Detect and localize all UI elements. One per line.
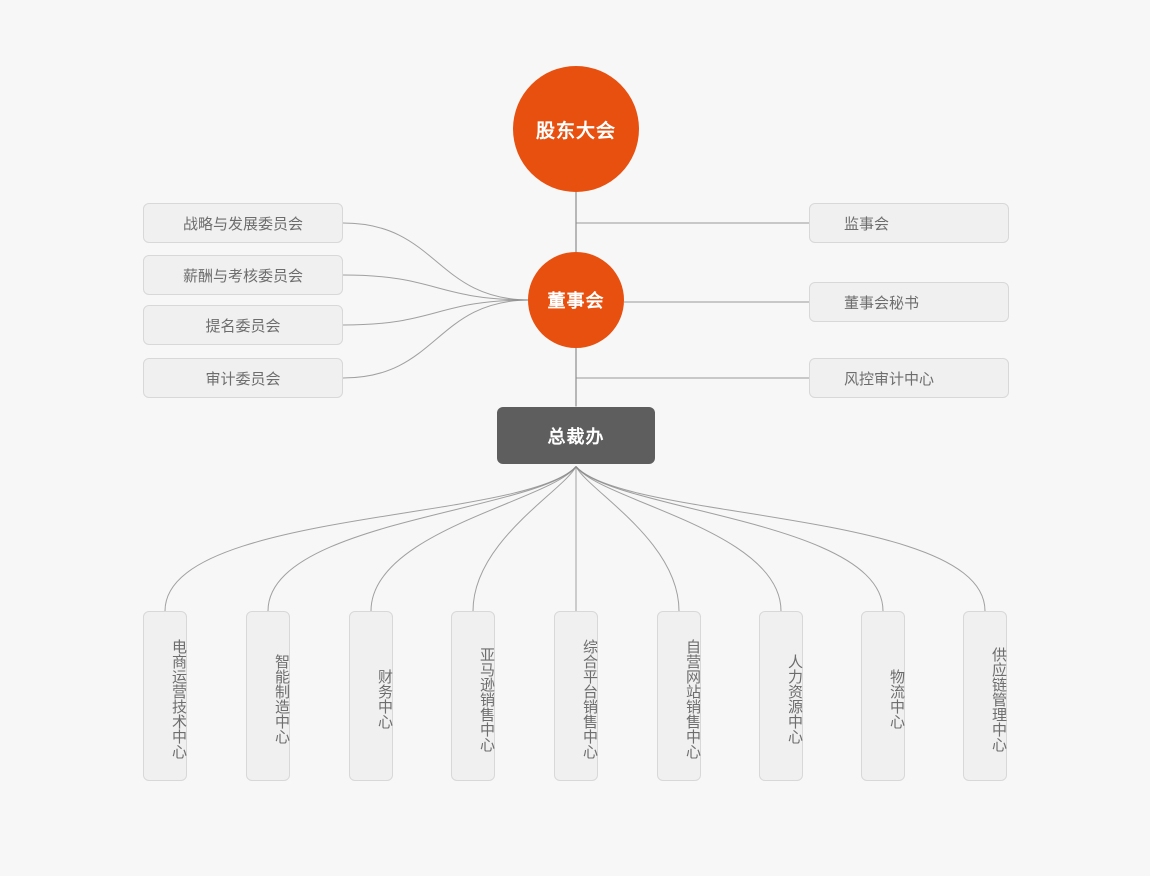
department-box-0[interactable]: 电商运营技术中心 [143, 611, 187, 781]
department-label: 智能制造中心 [273, 654, 290, 744]
edge [575, 466, 884, 612]
department-box-7[interactable]: 物流中心 [861, 611, 905, 781]
organ-label: 风控审计中心 [844, 370, 935, 388]
department-box-3[interactable]: 亚马逊销售中心 [451, 611, 495, 781]
node-label: 总裁办 [547, 426, 605, 447]
committee-label: 战略与发展委员会 [182, 215, 303, 233]
node-label: 董事会 [547, 291, 605, 311]
committee-label: 审计委员会 [205, 370, 281, 388]
node-shareholders-meeting[interactable]: 股东大会 [513, 66, 639, 192]
edge [342, 299, 531, 379]
department-box-4[interactable]: 综合平台销售中心 [554, 611, 598, 781]
committee-box-2[interactable]: 提名委员会 [143, 305, 343, 345]
edge [575, 466, 782, 612]
committee-label: 提名委员会 [205, 317, 281, 335]
node-president-office[interactable]: 总裁办 [497, 407, 655, 464]
department-label: 亚马逊销售中心 [478, 646, 495, 752]
edge [342, 274, 531, 301]
department-box-5[interactable]: 自营网站销售中心 [657, 611, 701, 781]
department-label: 自营网站销售中心 [684, 639, 701, 759]
committee-box-3[interactable]: 审计委员会 [143, 358, 343, 398]
department-box-8[interactable]: 供应链管理中心 [963, 611, 1007, 781]
committee-box-0[interactable]: 战略与发展委员会 [143, 203, 343, 243]
department-label: 人力资源中心 [786, 654, 803, 744]
department-label: 供应链管理中心 [990, 646, 1007, 752]
department-label: 物流中心 [888, 669, 905, 729]
node-board-of-directors[interactable]: 董事会 [528, 252, 624, 348]
edge [575, 466, 986, 612]
edge [472, 466, 577, 612]
department-label: 综合平台销售中心 [581, 639, 598, 759]
organ-box-2[interactable]: 风控审计中心 [809, 358, 1009, 398]
department-box-2[interactable]: 财务中心 [349, 611, 393, 781]
organ-box-0[interactable]: 监事会 [809, 203, 1009, 243]
edge [267, 466, 577, 612]
edge [370, 466, 577, 612]
department-label: 电商运营技术中心 [170, 639, 187, 759]
edge [575, 466, 680, 612]
edge [342, 299, 531, 326]
department-label: 财务中心 [376, 669, 393, 729]
edge [164, 466, 577, 612]
department-box-1[interactable]: 智能制造中心 [246, 611, 290, 781]
edge [342, 222, 531, 301]
organ-label: 监事会 [844, 215, 890, 233]
organ-box-1[interactable]: 董事会秘书 [809, 282, 1009, 322]
node-label: 股东大会 [535, 120, 616, 142]
committee-label: 薪酬与考核委员会 [182, 267, 303, 285]
department-box-6[interactable]: 人力资源中心 [759, 611, 803, 781]
organ-label: 董事会秘书 [844, 294, 920, 312]
committee-box-1[interactable]: 薪酬与考核委员会 [143, 255, 343, 295]
